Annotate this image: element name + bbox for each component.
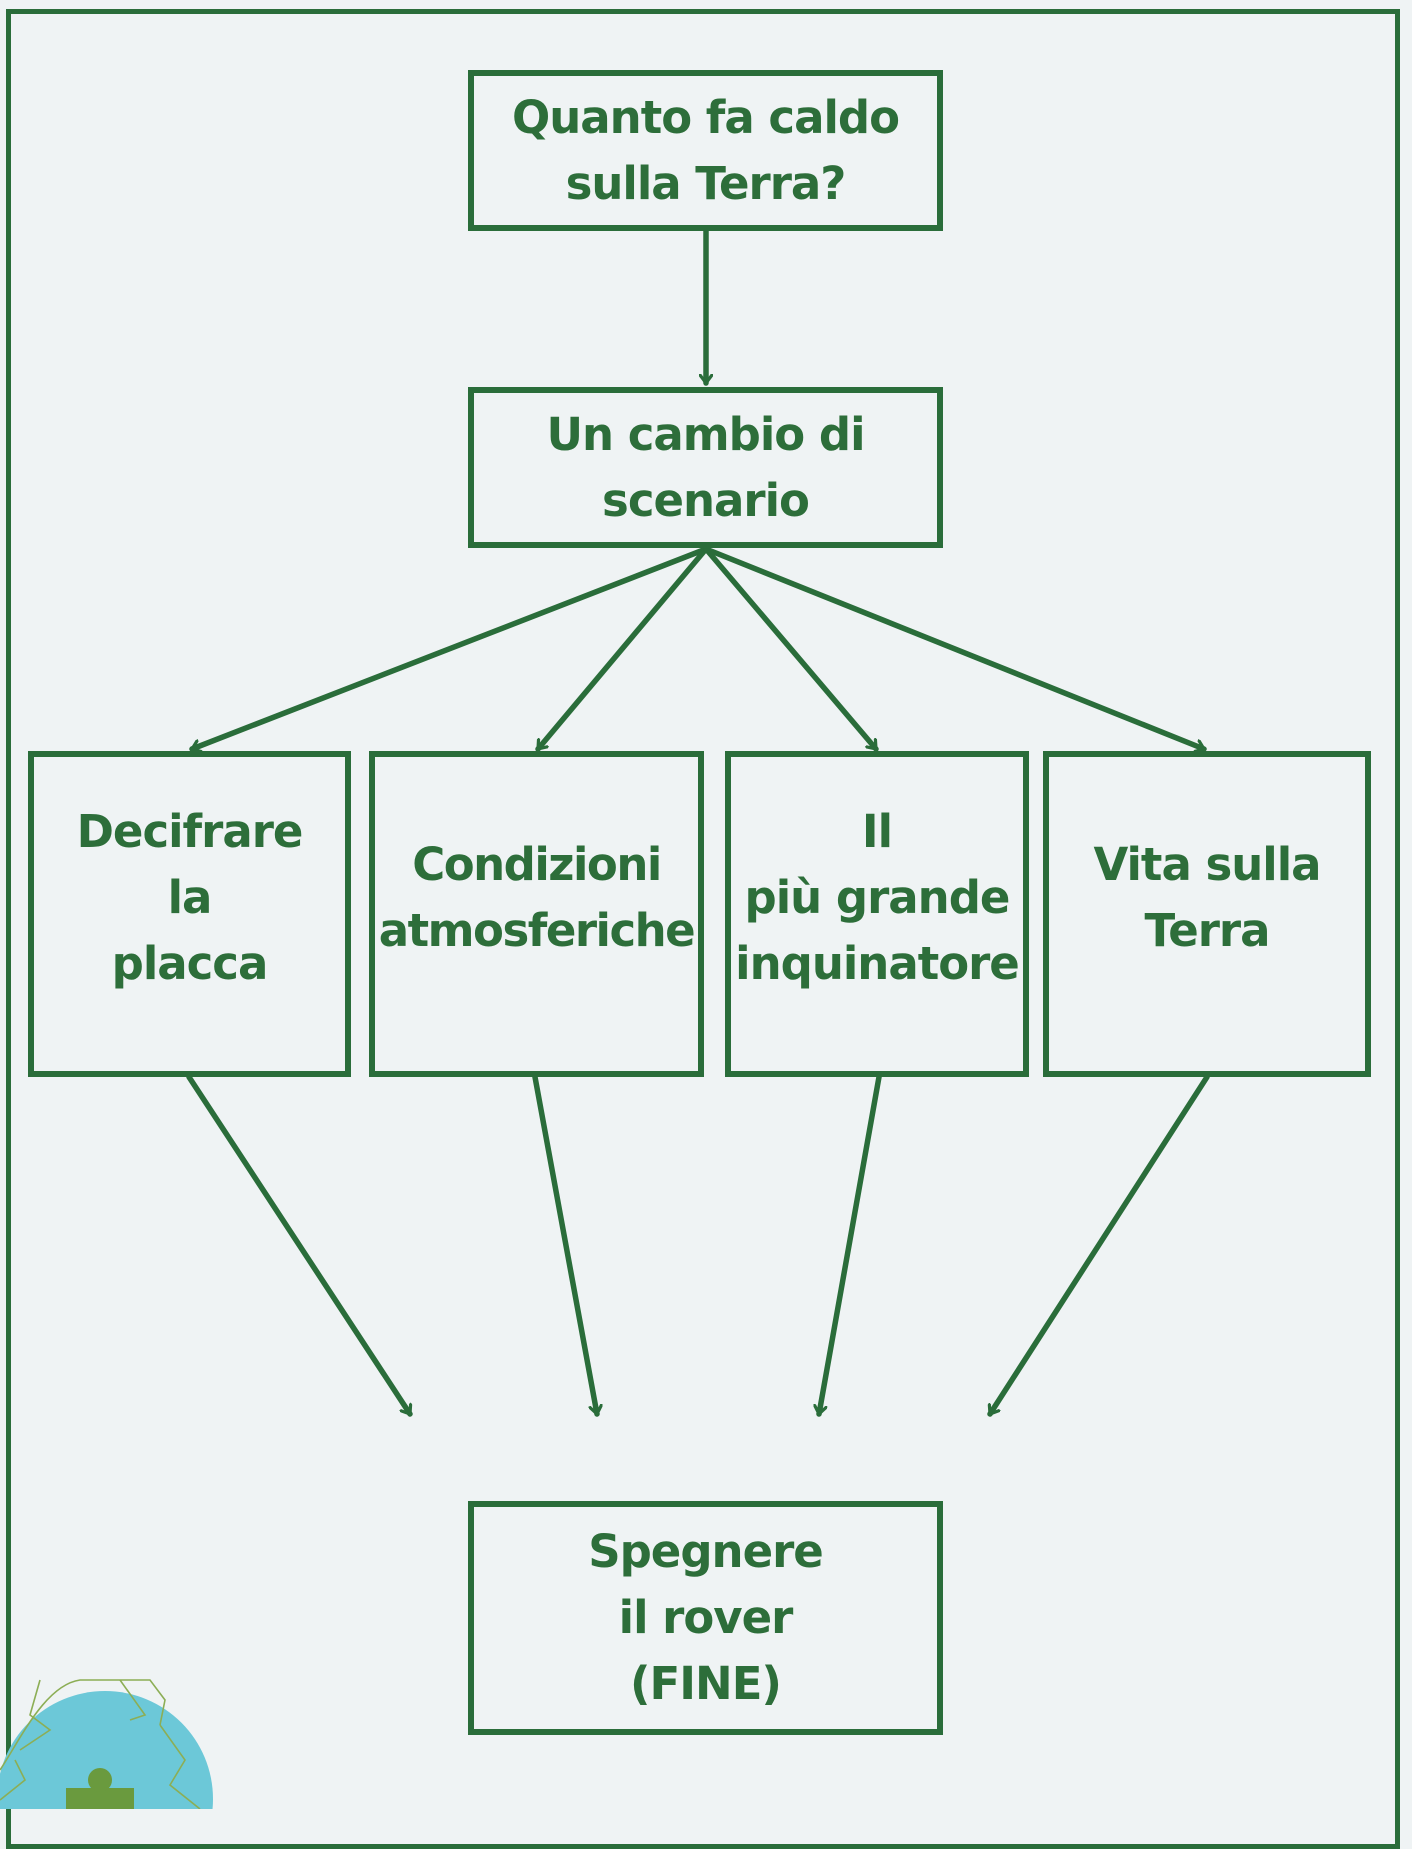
recycle-globe-puzzle-icon xyxy=(0,1679,213,1809)
node-fine-label: Spegnere il rover (FINE) xyxy=(588,1525,824,1710)
node-vita-label: Vita sulla Terra xyxy=(1093,838,1321,957)
arrow-atmosfera-to-fine xyxy=(532,1074,597,1417)
arrow-vita-to-fine xyxy=(987,1074,1210,1417)
node-start: Quanto fa caldo sulla Terra? xyxy=(468,70,943,231)
node-fine: Spegnere il rover (FINE) xyxy=(468,1501,943,1735)
node-atmosfera: Condizioni atmosferiche xyxy=(369,751,704,1077)
node-vita: Vita sulla Terra xyxy=(1043,751,1371,1077)
node-scenario: Un cambio di scenario xyxy=(468,387,943,548)
arrow-scenario-to-atmosfera xyxy=(535,546,709,752)
arrow-scenario-to-inquinatore xyxy=(703,546,879,752)
flow-connectors xyxy=(186,228,1210,1417)
node-placca: Decifrare la placca xyxy=(28,751,351,1077)
node-start-label: Quanto fa caldo sulla Terra? xyxy=(512,90,900,210)
arrow-scenario-to-vita xyxy=(703,546,1207,749)
arrow-placca-to-fine xyxy=(186,1074,413,1417)
node-inquinatore: Il più grande inquinatore xyxy=(725,751,1029,1077)
arrow-scenario-to-placca xyxy=(189,546,709,749)
node-atmosfera-label: Condizioni atmosferiche xyxy=(378,838,696,957)
node-placca-label: Decifrare la placca xyxy=(76,805,304,990)
arrow-inquinatore-to-fine xyxy=(819,1074,882,1417)
node-scenario-label: Un cambio di scenario xyxy=(546,407,865,527)
node-inquinatore-label: Il più grande inquinatore xyxy=(735,805,1020,990)
